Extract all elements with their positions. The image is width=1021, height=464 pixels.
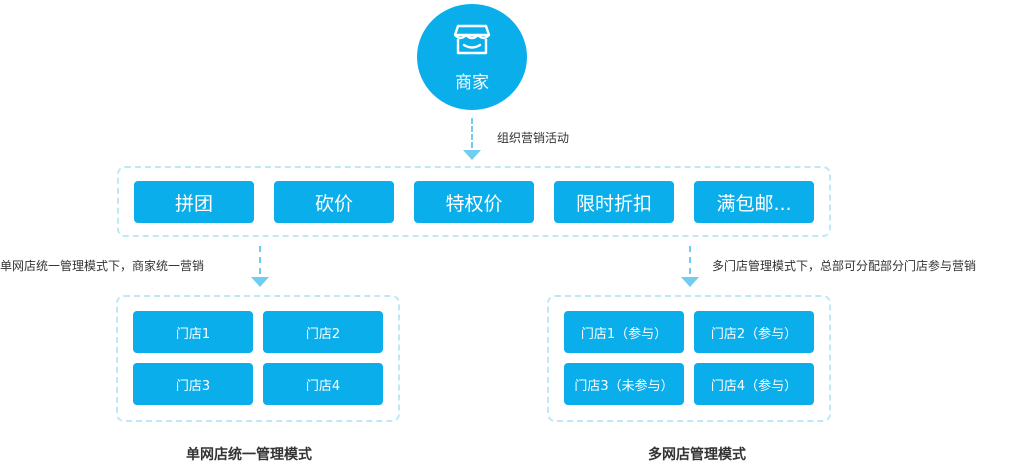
top-connector-arrow [463, 150, 481, 160]
merchant-label: 商家 [455, 73, 489, 93]
single-store-1[interactable]: 门店1 [133, 311, 253, 353]
activity-group-buy[interactable]: 拼团 [134, 181, 254, 223]
single-mode-caption: 单网店统一管理模式 [186, 447, 312, 463]
activities-frame [117, 166, 831, 237]
merchant-node: 商家 [417, 4, 527, 110]
single-connector-arrow [251, 277, 269, 287]
top-connector-note: 组织营销活动 [497, 131, 570, 145]
single-store-3[interactable]: 门店3 [133, 363, 253, 405]
single-mode-frame [116, 295, 400, 422]
activity-bargain[interactable]: 砍价 [274, 181, 394, 223]
multi-store-3[interactable]: 门店3（未参与） [564, 363, 684, 405]
activity-flash-discount[interactable]: 限时折扣 [554, 181, 674, 223]
multi-store-2[interactable]: 门店2（参与） [694, 311, 814, 353]
activity-privilege-price[interactable]: 特权价 [414, 181, 534, 223]
single-mode-note: 单网店统一管理模式下，商家统一营销 [0, 259, 205, 273]
multi-store-4[interactable]: 门店4（参与） [694, 363, 814, 405]
single-connector-line [259, 246, 261, 274]
store-icon [453, 24, 491, 55]
multi-connector-line [689, 246, 691, 274]
multi-mode-caption: 多网店管理模式 [648, 447, 746, 463]
activity-free-shipping[interactable]: 满包邮... [694, 181, 814, 223]
single-store-2[interactable]: 门店2 [263, 311, 383, 353]
multi-mode-note: 多门店管理模式下，总部可分配部分门店参与营销 [712, 259, 977, 273]
multi-connector-arrow [681, 277, 699, 287]
multi-store-1[interactable]: 门店1（参与） [564, 311, 684, 353]
multi-mode-frame [547, 295, 831, 422]
top-connector-line [471, 118, 473, 148]
single-store-4[interactable]: 门店4 [263, 363, 383, 405]
